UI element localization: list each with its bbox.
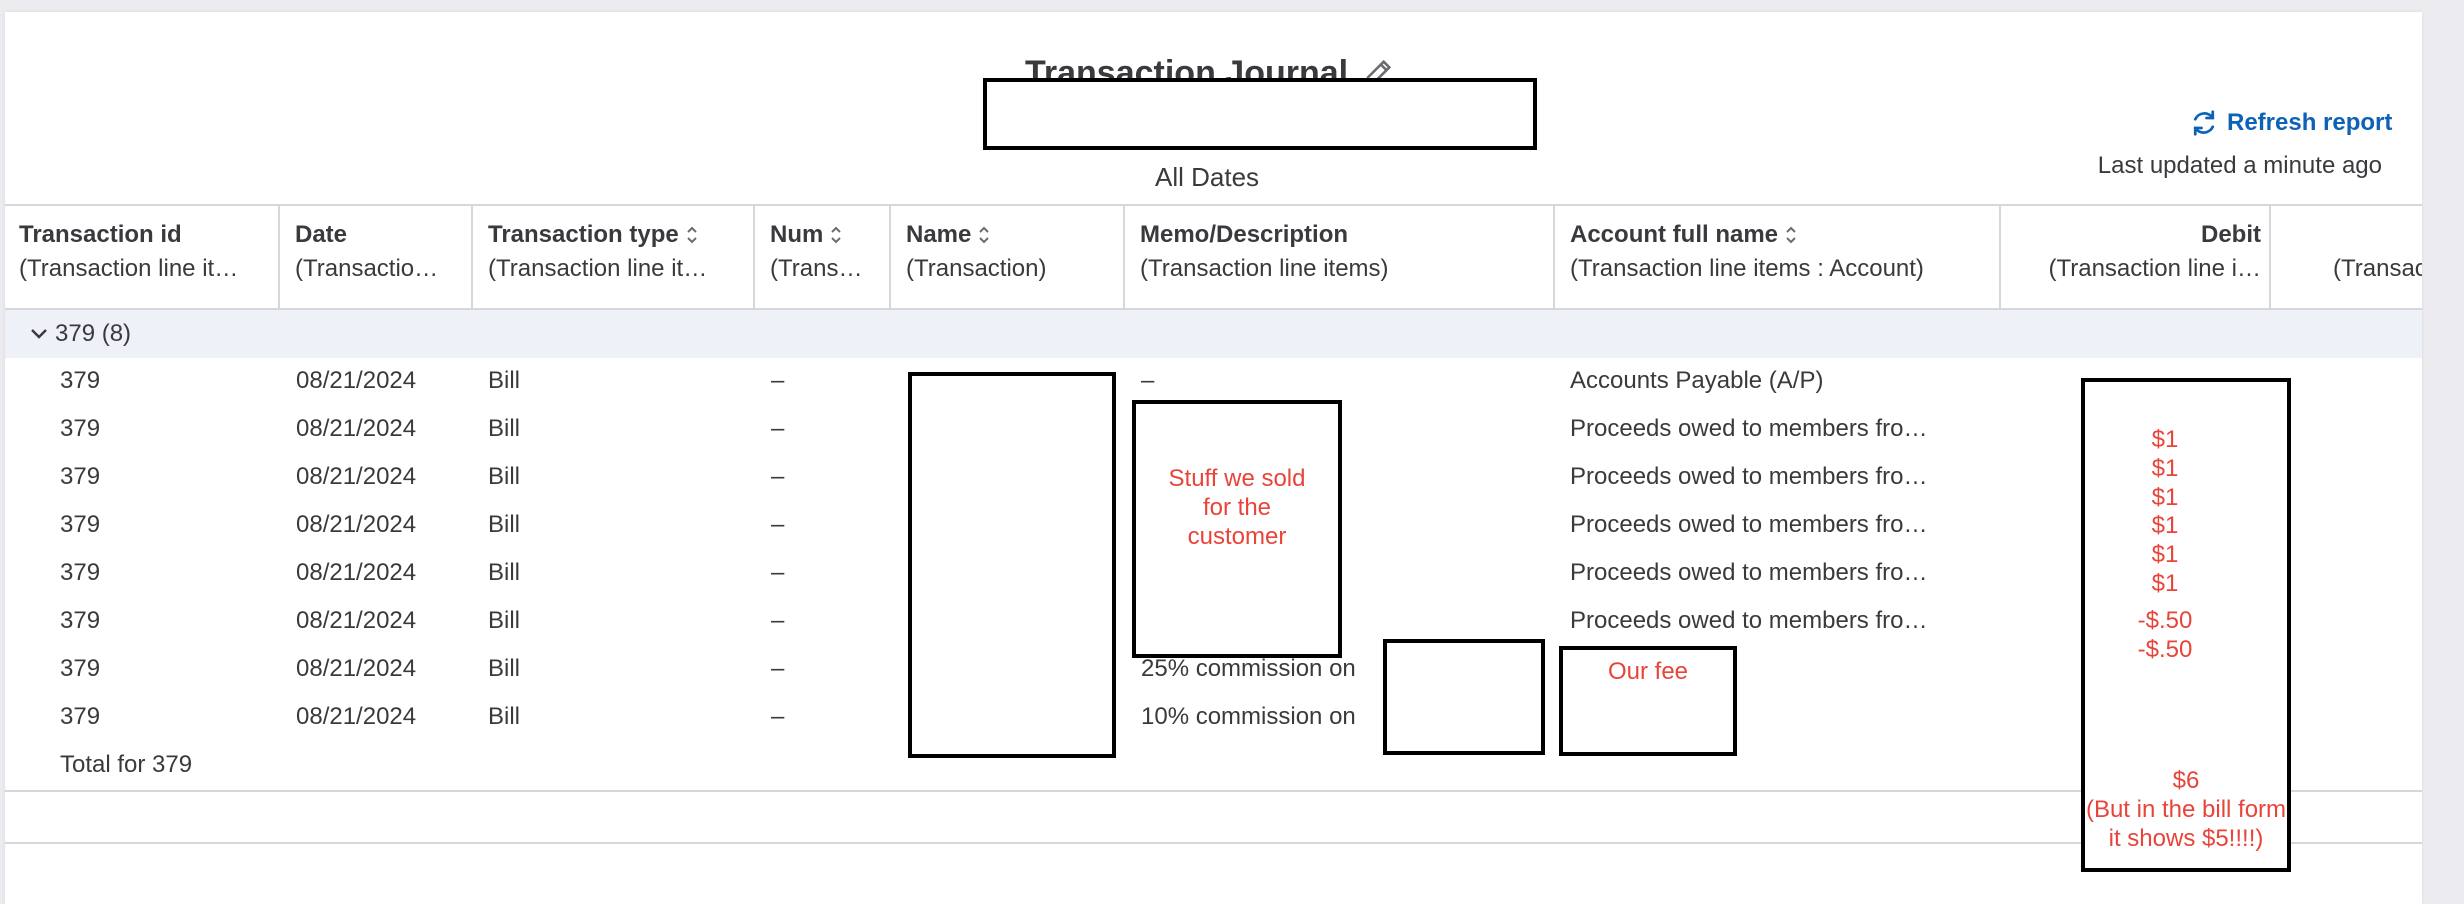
column-divider <box>753 206 755 308</box>
refresh-report-button[interactable]: Refresh report <box>2189 108 2392 138</box>
cell-type[interactable]: Bill <box>488 655 521 682</box>
cell-account: Proceeds owed to members fro… <box>1570 415 1928 442</box>
cell-memo: – <box>1141 367 1155 394</box>
cell-transaction-id: 379 <box>60 415 101 442</box>
cell-num: – <box>771 415 785 442</box>
cell-type[interactable]: Bill <box>488 703 521 730</box>
memo-annotation-box <box>1132 400 1342 658</box>
cell-transaction-id: 379 <box>60 703 101 730</box>
cell-type[interactable]: Bill <box>488 463 521 490</box>
column-header-debit[interactable]: Debit (Transaction line i… <box>2048 221 2261 282</box>
memo-annotation-text: Stuff we sold for the customer <box>1168 465 1306 550</box>
cell-date: 08/21/2024 <box>296 463 417 490</box>
group-row <box>5 310 2422 358</box>
cell-date: 08/21/2024 <box>296 511 417 538</box>
total-annotation: $6 (But in the bill form it shows $5!!!!… <box>2085 767 2287 852</box>
chevron-down-icon <box>31 329 47 339</box>
cell-type[interactable]: Bill <box>488 607 521 634</box>
cell-transaction-id: 379 <box>60 367 101 394</box>
column-divider <box>278 206 280 308</box>
cell-num: – <box>771 703 785 730</box>
fee-annotation-text: Our fee <box>1607 658 1689 685</box>
sort-icon[interactable] <box>685 224 699 246</box>
cell-transaction-id: 379 <box>60 559 101 586</box>
cell-type[interactable]: Bill <box>488 367 521 394</box>
cell-memo: 25% commission on <box>1141 655 1356 682</box>
cell-account: Proceeds owed to members fro… <box>1570 559 1928 586</box>
cell-date: 08/21/2024 <box>296 703 417 730</box>
cell-num: – <box>771 463 785 490</box>
sort-icon[interactable] <box>977 224 991 246</box>
cell-account: Proceeds owed to members fro… <box>1570 511 1928 538</box>
debit-annotation-box <box>2081 378 2291 872</box>
group-toggle-379[interactable]: 379 (8) <box>29 320 131 348</box>
debit-values-annotation: $1 $1 $1 $1 $1 $1 -$.50 -$.50 <box>2137 426 2193 663</box>
column-header-num[interactable]: Num (Trans… <box>770 221 863 282</box>
column-divider <box>1553 206 1555 308</box>
column-divider <box>889 206 891 308</box>
column-divider <box>471 206 473 308</box>
report-date-range: All Dates <box>1155 162 1260 192</box>
fee-annotation-box <box>1559 646 1737 756</box>
cell-num: – <box>771 607 785 634</box>
cell-account: Accounts Payable (A/P) <box>1570 367 1824 394</box>
redacted-commission-target <box>1383 639 1545 755</box>
sort-icon[interactable] <box>829 224 843 246</box>
column-header-transaction-type[interactable]: Transaction type (Transaction line it… <box>488 221 708 282</box>
cell-transaction-id: 379 <box>60 607 101 634</box>
column-header-name[interactable]: Name (Transaction) <box>906 221 1047 282</box>
table-footer-divider <box>5 842 2422 844</box>
cell-date: 08/21/2024 <box>296 559 417 586</box>
table-header-top-border <box>5 204 2422 206</box>
group-label: 379 (8) <box>55 320 132 347</box>
column-divider <box>1123 206 1125 308</box>
redacted-company-name <box>983 78 1537 150</box>
table-header-bottom-border <box>5 308 2422 310</box>
column-divider <box>2269 206 2271 308</box>
column-header-memo-description[interactable]: Memo/Description (Transaction line items… <box>1140 221 1389 282</box>
column-header-account-full-name[interactable]: Account full name (Transaction line item… <box>1570 221 1924 282</box>
cell-account: Proceeds owed to members fro… <box>1570 463 1928 490</box>
cell-num: – <box>771 559 785 586</box>
cell-num: – <box>771 655 785 682</box>
cell-transaction-id: 379 <box>60 511 101 538</box>
cell-account: Proceeds owed to members fro… <box>1570 607 1928 634</box>
cell-type[interactable]: Bill <box>488 559 521 586</box>
cell-transaction-id: 379 <box>60 655 101 682</box>
sort-icon[interactable] <box>1784 224 1798 246</box>
cell-type[interactable]: Bill <box>488 415 521 442</box>
column-header-date[interactable]: Date (Transactio… <box>295 221 439 282</box>
total-row-divider <box>5 790 2422 792</box>
cell-type[interactable]: Bill <box>488 511 521 538</box>
column-divider <box>1999 206 2001 308</box>
cell-date: 08/21/2024 <box>296 607 417 634</box>
cell-transaction-id: 379 <box>60 463 101 490</box>
refresh-icon <box>2193 110 2215 136</box>
cell-memo: 10% commission on <box>1141 703 1356 730</box>
last-updated-text: Last updated a minute ago <box>2097 152 2382 179</box>
cell-num: – <box>771 367 785 394</box>
total-row-label: Total for 379 <box>60 751 193 778</box>
cell-date: 08/21/2024 <box>296 415 417 442</box>
cell-date: 08/21/2024 <box>296 655 417 682</box>
column-header-transaction-id[interactable]: Transaction id (Transaction line it… <box>19 221 239 282</box>
cell-num: – <box>771 511 785 538</box>
report-panel: Transaction Journal All Dates Refresh re… <box>5 12 2422 904</box>
column-header-credit[interactable]: (Transac <box>2333 255 2422 282</box>
cell-date: 08/21/2024 <box>296 367 417 394</box>
redacted-name-column <box>908 372 1116 758</box>
refresh-report-label: Refresh report <box>2227 109 2393 136</box>
